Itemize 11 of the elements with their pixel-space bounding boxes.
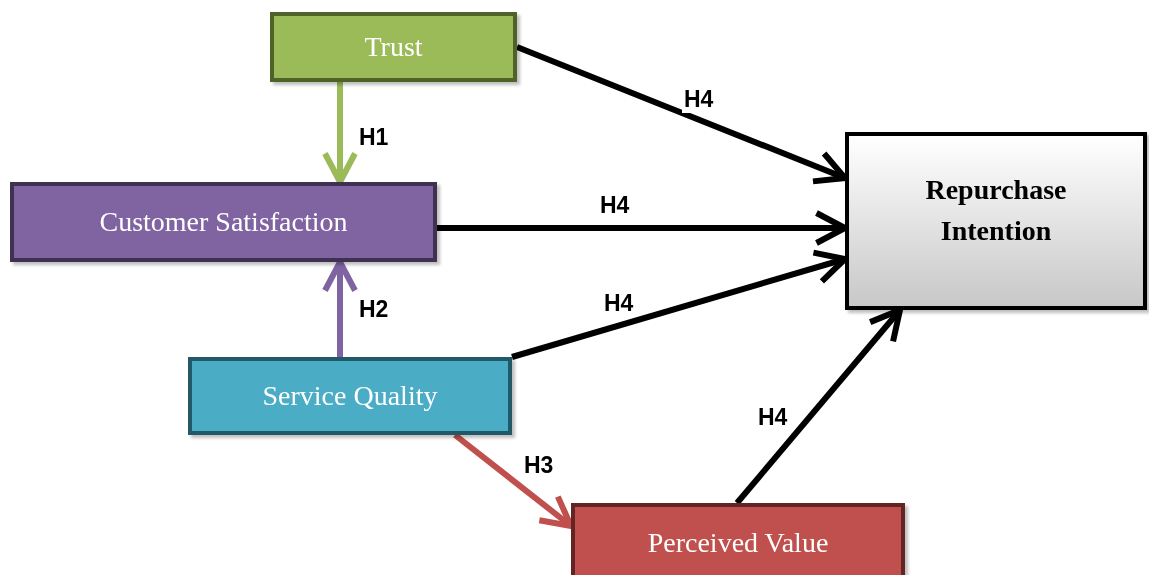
node-label: Repurchase Intention (924, 173, 1068, 248)
node-label: Trust (364, 29, 423, 64)
process-box (10, 182, 437, 262)
process-box (571, 503, 905, 575)
arrow (322, 82, 358, 185)
process-box (188, 357, 512, 435)
process-box (845, 132, 1147, 310)
node-label: Perceived Value (647, 525, 829, 560)
node-label: Service Quality (262, 378, 438, 413)
process-box (270, 12, 517, 82)
node-label: Customer Satisfaction (99, 204, 348, 239)
